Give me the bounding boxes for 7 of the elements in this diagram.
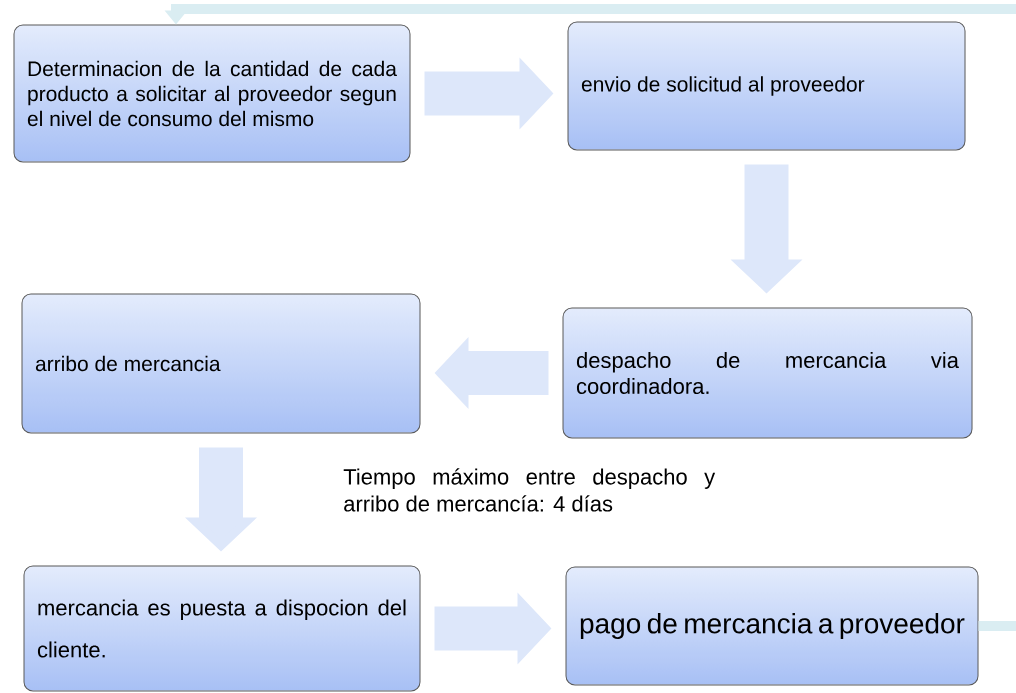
process-box: mercancia es puesta a dispocion del cliente. [23,565,421,692]
process-box: Determinacion de la cantidad de cada producto a solicitar al proveedor segun el nivel de consumo del mismo [13,24,411,163]
process-box: arribo de mercancia [21,293,421,434]
process-box: envio de solicitud al proveedor [567,21,966,151]
process-box: pago de mercancia a proveedor [565,566,979,686]
process-box: despacho de mercancia via coordinadora. [562,307,973,439]
note-text: Tiempo máximo entre despacho y arribo de mercancía: 4 días [343,468,716,512]
